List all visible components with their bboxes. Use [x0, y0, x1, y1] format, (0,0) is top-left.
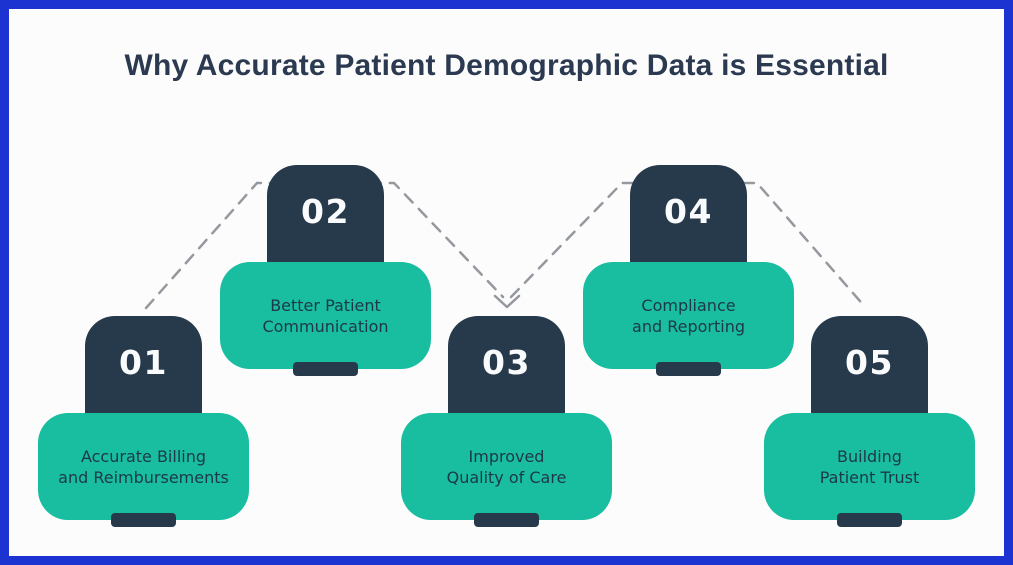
step-label: Improved Quality of Care [447, 446, 567, 488]
step-label-line: Quality of Care [446, 467, 567, 487]
step-number: 04 [664, 192, 713, 231]
step-card-01: 01 Accurate Billing and Reimbursements [38, 316, 249, 527]
step-label-card: Improved Quality of Care [401, 413, 612, 520]
step-number: 05 [845, 343, 894, 382]
infographic-canvas: Why Accurate Patient Demographic Data is… [9, 9, 1004, 556]
step-number: 01 [119, 343, 168, 382]
step-label: Better Patient Communication [262, 295, 388, 337]
step-label-line: Improved [468, 446, 545, 466]
step-label: Compliance and Reporting [632, 295, 745, 337]
step-number: 03 [482, 343, 531, 382]
page-title: Why Accurate Patient Demographic Data is… [124, 49, 889, 82]
step-label-line: Building [837, 446, 902, 466]
step-label-line: Communication [262, 316, 389, 336]
card-foot-bar [837, 513, 902, 527]
step-label-line: Accurate Billing [80, 446, 207, 466]
step-label-line: Better Patient [270, 295, 381, 315]
step-label-line: and Reporting [632, 316, 745, 336]
step-label-card: Building Patient Trust [764, 413, 975, 520]
connector-path-1-2-3 [144, 181, 505, 310]
step-card-05: 05 Building Patient Trust [764, 316, 975, 527]
step-label-line: and Reimbursements [58, 467, 229, 487]
card-foot-bar [474, 513, 539, 527]
step-label-card: Accurate Billing and Reimbursements [38, 413, 249, 520]
step-card-02: 02 Better Patient Communication [220, 165, 431, 376]
step-card-03: 03 Improved Quality of Care [401, 316, 612, 527]
step-card-04: 04 Compliance and Reporting [583, 165, 794, 376]
step-label: Accurate Billing and Reimbursements [58, 446, 229, 488]
chevron-down-icon [493, 294, 521, 309]
card-foot-bar [293, 362, 358, 376]
card-foot-bar [656, 362, 721, 376]
step-label-card: Better Patient Communication [220, 262, 431, 369]
card-foot-bar [111, 513, 176, 527]
step-label-line: Patient Trust [819, 467, 920, 487]
step-label-line: Compliance [641, 295, 736, 315]
step-label: Building Patient Trust [820, 446, 920, 488]
step-number: 02 [301, 192, 350, 231]
step-label-card: Compliance and Reporting [583, 262, 794, 369]
